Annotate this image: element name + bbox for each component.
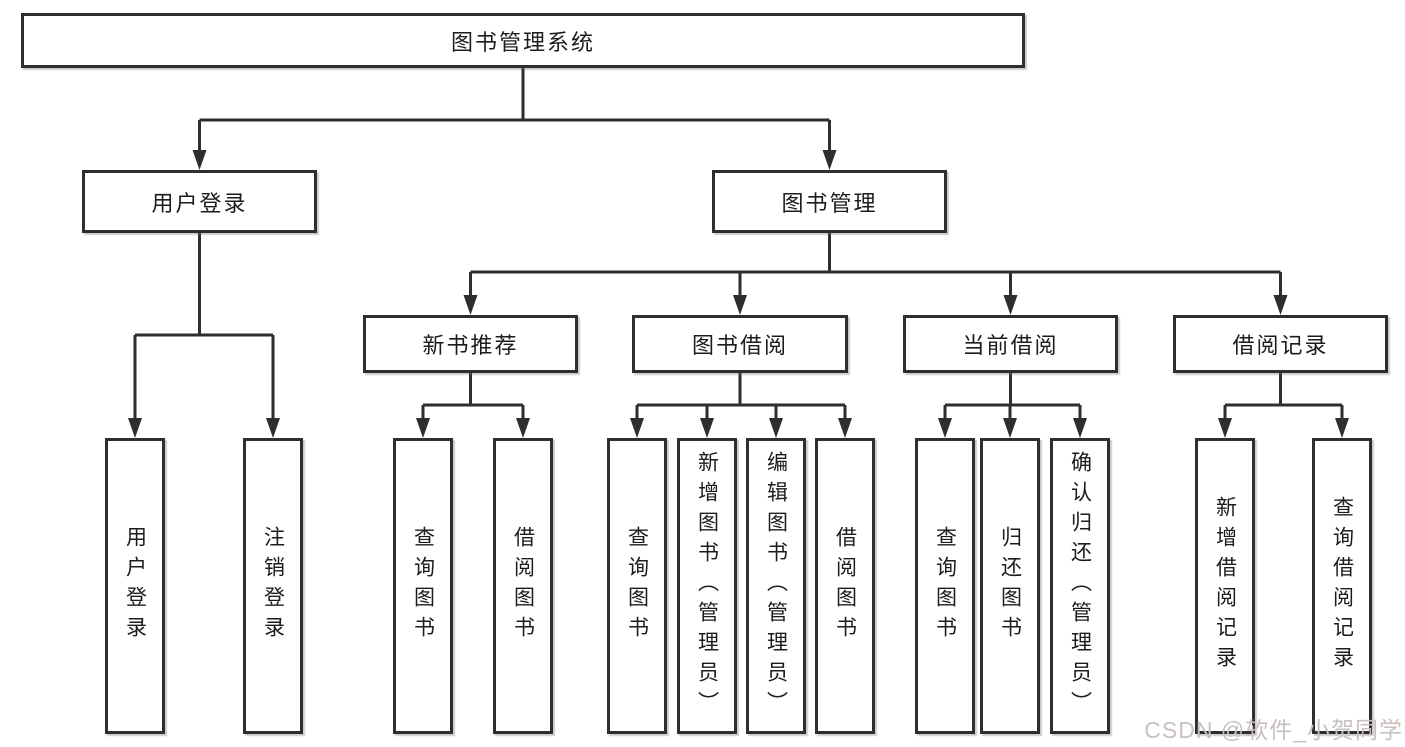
node-user-login: 用户登录 — [82, 170, 317, 233]
node-label: 查询图书 — [411, 526, 435, 646]
leaf-logout: 注销登录 — [243, 438, 303, 734]
node-label: 图书管理 — [781, 190, 878, 216]
node-label: 查询图书 — [625, 526, 649, 646]
leaf-borrow-book: 借阅图书 — [815, 438, 875, 734]
node-label: 借阅图书 — [511, 526, 535, 646]
leaf-query-book-borrow: 查询图书 — [607, 438, 667, 734]
leaf-borrow-book-recommend: 借阅图书 — [493, 438, 553, 734]
node-label: 确认归还（管理员） — [1068, 451, 1092, 721]
node-label: 编辑图书（管理员） — [764, 451, 788, 721]
leaf-return-book: 归还图书 — [980, 438, 1040, 734]
node-label: 归还图书 — [998, 526, 1022, 646]
leaf-user-login: 用户登录 — [105, 438, 165, 734]
node-label: 新增借阅记录 — [1213, 496, 1237, 676]
node-book-management: 图书管理 — [712, 170, 947, 233]
node-label: 用户登录 — [123, 526, 147, 646]
node-label: 借阅图书 — [833, 526, 857, 646]
node-label: 查询借阅记录 — [1330, 496, 1354, 676]
node-label: 当前借阅 — [962, 333, 1059, 358]
node-new-book-recommend: 新书推荐 — [363, 315, 578, 373]
node-label: 图书管理系统 — [450, 29, 595, 55]
leaf-edit-book-admin: 编辑图书（管理员） — [746, 438, 806, 734]
node-label: 新增图书（管理员） — [695, 451, 719, 721]
node-label: 新书推荐 — [422, 333, 519, 358]
leaf-confirm-return-admin: 确认归还（管理员） — [1050, 438, 1110, 734]
node-current-borrow: 当前借阅 — [903, 315, 1118, 373]
leaf-query-book-current: 查询图书 — [915, 438, 975, 734]
node-label: 注销登录 — [261, 526, 285, 646]
watermark: CSDN @软件_小贺同学 — [1144, 717, 1403, 743]
leaf-query-borrow-record: 查询借阅记录 — [1312, 438, 1372, 734]
node-label: 借阅记录 — [1232, 333, 1329, 358]
node-label: 查询图书 — [933, 526, 957, 646]
node-book-borrow: 图书借阅 — [632, 315, 848, 373]
leaf-query-book-recommend: 查询图书 — [393, 438, 453, 734]
leaf-add-borrow-record: 新增借阅记录 — [1195, 438, 1255, 734]
leaf-add-book-admin: 新增图书（管理员） — [677, 438, 737, 734]
node-label: 用户登录 — [151, 190, 248, 216]
node-borrow-record: 借阅记录 — [1173, 315, 1388, 373]
node-root: 图书管理系统 — [21, 13, 1025, 68]
node-label: 图书借阅 — [691, 333, 788, 358]
